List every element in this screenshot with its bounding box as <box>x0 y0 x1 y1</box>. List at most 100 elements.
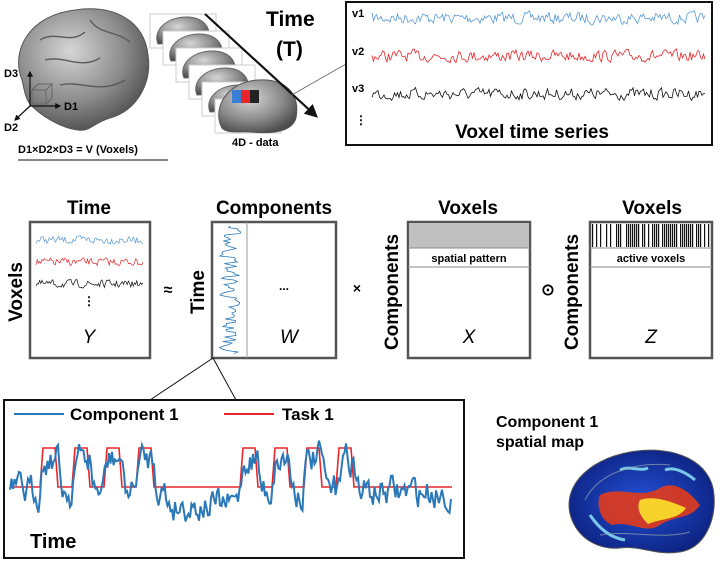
time-arrow <box>204 13 318 118</box>
z-active-bar <box>652 224 654 247</box>
task-1-series <box>10 447 452 488</box>
z-active-bar <box>634 224 636 247</box>
z-active-bar <box>684 224 686 247</box>
z-active-bar <box>628 224 630 247</box>
z-active-bar <box>626 224 628 247</box>
z-active-bar <box>668 224 670 247</box>
z-symbol: Z <box>644 327 658 348</box>
z-active-bar <box>690 224 692 247</box>
z-active-bar <box>616 224 618 247</box>
y-matrix <box>28 220 152 360</box>
voxel-highlight <box>250 90 259 103</box>
w-component-series <box>218 225 242 354</box>
z-active-bar <box>682 224 684 247</box>
voxel-series-v3 <box>371 86 706 102</box>
spatial-map-brain-image <box>568 449 715 554</box>
z-active-bar <box>618 224 620 247</box>
x-side-label: Components <box>382 234 403 350</box>
series-label-v3: v3 <box>352 83 364 95</box>
w-symbol: W <box>280 327 300 348</box>
z-active-bar <box>632 224 634 247</box>
z-active-bar <box>592 224 594 247</box>
voxel-formula: D1×D2×D3 = V (Voxels) <box>18 144 138 156</box>
axis-d3-label: D3 <box>4 68 18 80</box>
axis-d2-label: D2 <box>4 122 18 134</box>
z-active-bar <box>658 224 660 247</box>
z-active-bar <box>654 224 656 247</box>
z-active-bar <box>686 224 688 247</box>
z-side-label: Components <box>562 234 583 350</box>
z-active-bar <box>672 224 674 247</box>
z-band-label: active voxels <box>617 253 686 265</box>
y-series-black <box>35 278 144 289</box>
legend-task-label: Task 1 <box>282 405 334 424</box>
zoom-line-left <box>149 357 214 401</box>
approx-operator: ≈ <box>164 282 173 299</box>
z-active-bar <box>696 224 698 247</box>
spatial-map-title-line2: spatial map <box>496 434 584 451</box>
z-active-bar <box>638 224 640 247</box>
z-active-bar <box>670 224 672 247</box>
x-symbol: X <box>462 327 477 348</box>
z-active-bar <box>666 224 668 247</box>
component-plot-box <box>3 399 465 559</box>
axis-arrows <box>14 70 62 121</box>
times-operator: × <box>353 280 361 296</box>
z-active-bar <box>680 224 682 247</box>
w-side-label: Time <box>188 270 209 314</box>
w-title: Components <box>216 198 332 219</box>
series-label-v2: v2 <box>352 46 364 58</box>
voxel-series-title: Voxel time series <box>455 122 609 143</box>
z-active-bar <box>664 224 666 247</box>
z-active-bar <box>698 224 700 247</box>
z-active-bar <box>688 224 690 247</box>
label-4d-data: 4D - data <box>232 137 279 149</box>
z-active-bar <box>700 224 702 247</box>
voxel-highlight <box>232 90 241 103</box>
z-active-bar <box>676 224 678 247</box>
z-active-bar <box>662 224 664 247</box>
z-active-bar <box>610 224 612 247</box>
z-active-bar <box>620 224 622 247</box>
z-active-bar <box>674 224 676 247</box>
hadamard-operator: ⊙ <box>541 282 554 299</box>
z-active-bar <box>704 224 706 247</box>
z-active-bar <box>692 224 694 247</box>
z-title: Voxels <box>622 198 682 219</box>
z-binary-pattern <box>592 224 710 247</box>
brain-frame-stack <box>149 13 298 134</box>
x-shaded-rows <box>409 223 529 248</box>
component-1-series <box>9 440 452 522</box>
time-symbol: (T) <box>276 38 303 61</box>
y-ellipsis: ⋮ <box>83 294 95 308</box>
voxel-cube-icon <box>31 83 54 105</box>
x-title: Voxels <box>438 198 498 219</box>
z-active-bar <box>600 224 602 247</box>
z-active-bar <box>606 224 608 247</box>
z-active-bar <box>648 224 650 247</box>
z-active-bar <box>708 224 710 247</box>
legend-component-label: Component 1 <box>70 405 179 424</box>
z-active-bar <box>642 224 644 247</box>
series-label-ellipsis: ⋮ <box>355 113 367 127</box>
series-label-v1: v1 <box>352 8 364 20</box>
y-symbol: Y <box>83 327 97 348</box>
voxel-series-box <box>345 1 713 146</box>
y-title: Time <box>67 198 111 219</box>
z-active-bar <box>636 224 638 247</box>
voxel-highlight <box>241 90 250 103</box>
spatial-map-title-line1: Component 1 <box>496 414 598 431</box>
voxel-connector-line <box>289 63 347 97</box>
y-series-blue <box>35 235 144 245</box>
z-active-bar <box>596 224 598 247</box>
z-active-bar <box>644 224 646 247</box>
brain-3d-image <box>18 8 150 131</box>
axis-d1-label: D1 <box>64 101 78 113</box>
voxel-series-v1 <box>371 10 706 26</box>
z-active-bar <box>630 224 632 247</box>
x-band-label: spatial pattern <box>431 253 506 265</box>
z-active-bar <box>656 224 658 247</box>
y-series-red <box>35 257 144 267</box>
